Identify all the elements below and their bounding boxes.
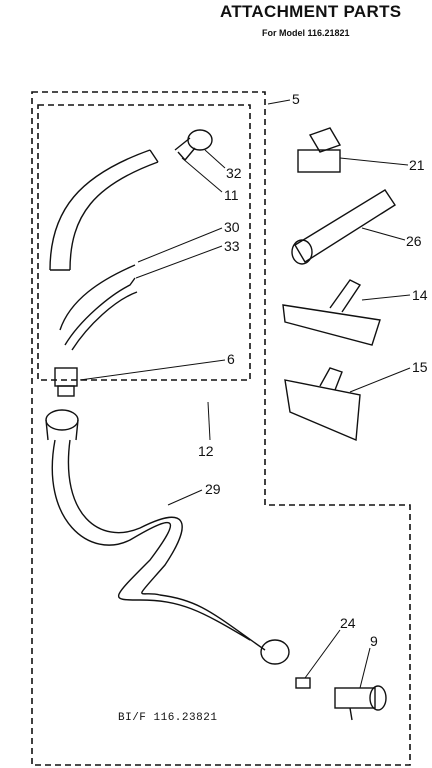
callout-12: 12 xyxy=(198,443,214,459)
callout-9: 9 xyxy=(370,633,378,649)
callout-24: 24 xyxy=(340,615,356,631)
wand-tube-end xyxy=(50,149,159,271)
callout-29: 29 xyxy=(205,481,221,497)
handle-33 xyxy=(64,277,138,351)
callout-5: 5 xyxy=(292,91,300,107)
leader-9 xyxy=(359,647,371,689)
leader-6 xyxy=(79,359,226,381)
clip-part xyxy=(174,129,213,162)
callout-15: 15 xyxy=(412,359,428,375)
callout-21: 21 xyxy=(409,157,425,173)
attachment-group-outline xyxy=(31,91,411,766)
hose-cuff xyxy=(45,409,79,441)
leader-5 xyxy=(267,99,291,105)
footer-part-code: BI/F 116.23821 xyxy=(118,712,218,724)
leader-14 xyxy=(361,294,411,301)
leader-30 xyxy=(137,227,223,263)
leader-33 xyxy=(135,245,223,279)
hose-group-outline xyxy=(37,104,251,381)
upholstery-tool xyxy=(284,367,361,442)
dusting-brush xyxy=(297,127,342,173)
callout-33: 33 xyxy=(224,238,240,254)
leader-29 xyxy=(167,489,203,506)
crevice-tool xyxy=(291,189,396,265)
leader-21 xyxy=(339,157,409,166)
model-subtitle: For Model 116.21821 xyxy=(262,28,350,38)
callout-14: 14 xyxy=(412,287,428,303)
leader-26 xyxy=(361,227,406,241)
wand-tube xyxy=(49,149,159,271)
leader-32 xyxy=(204,149,226,169)
wire-30 xyxy=(59,264,136,331)
callout-32: 32 xyxy=(226,165,242,181)
leader-11 xyxy=(181,157,223,193)
callout-26: 26 xyxy=(406,233,422,249)
leader-12 xyxy=(207,401,211,441)
leader-24 xyxy=(304,629,341,679)
plug-part-9 xyxy=(334,685,387,721)
callout-11: 11 xyxy=(224,187,239,203)
diagram-title: ATTACHMENT PARTS xyxy=(220,2,402,21)
callout-6: 6 xyxy=(227,351,235,367)
hose-end-connector xyxy=(260,639,311,689)
coiled-hose xyxy=(51,439,266,651)
floor-tool xyxy=(282,279,381,346)
callout-30: 30 xyxy=(224,219,240,235)
leader-15 xyxy=(349,367,411,393)
swivel-part xyxy=(54,367,78,397)
